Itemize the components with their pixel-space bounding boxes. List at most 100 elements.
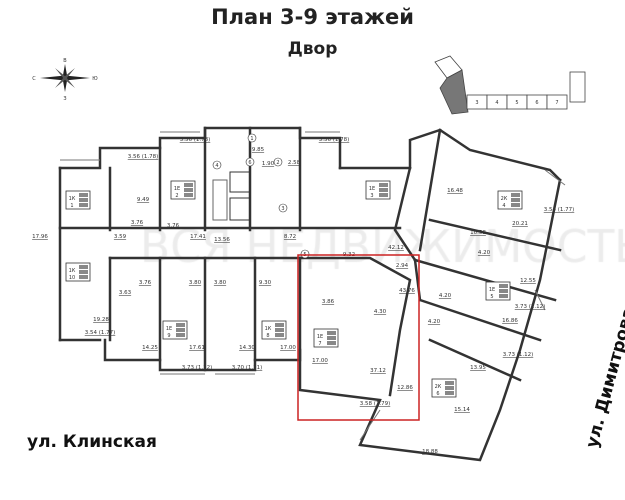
- area-value-box: [511, 198, 520, 202]
- key-plan-section-highlighted: [439, 69, 469, 115]
- apartment-badge: 1Е7: [313, 328, 339, 348]
- area-label: 4.20: [428, 319, 441, 325]
- area-label: 9.85: [252, 147, 265, 153]
- room-marker-circle: [245, 157, 255, 167]
- area-label: 3.76: [167, 223, 180, 229]
- area-label: 10.58: [470, 230, 486, 236]
- apartment-number: 1: [70, 203, 73, 209]
- apartment-type: 1К: [69, 268, 76, 274]
- area-label: 3.56 (1.78): [180, 137, 211, 143]
- apartment-number: 5: [490, 294, 493, 300]
- wall: [418, 128, 442, 252]
- apartment-number: 2: [175, 193, 178, 199]
- area-value-box: [184, 193, 193, 197]
- balcony: [534, 289, 546, 311]
- compass-north: В: [63, 58, 67, 64]
- area-label: 3.80: [189, 280, 202, 286]
- area-label: 3.73 (1.12): [515, 304, 546, 310]
- area-label: 18.88: [422, 449, 438, 455]
- area-label: 3.80: [214, 280, 227, 286]
- balcony: [544, 169, 566, 186]
- balcony: [359, 409, 381, 441]
- room-marker-label: 4: [215, 163, 218, 169]
- area-label: 43.76: [399, 288, 415, 294]
- wall: [418, 298, 542, 342]
- area-label: 3.86: [322, 299, 335, 305]
- area-value-box: [79, 203, 88, 207]
- page-title: План 3-9 этажей: [211, 5, 414, 29]
- area-label: 17.96: [32, 234, 48, 240]
- area-label: 17.00: [280, 345, 296, 351]
- area-label: 1.90: [262, 161, 275, 167]
- area-label: 9.30: [259, 280, 272, 286]
- area-label: 19.28: [93, 317, 109, 323]
- area-value-box: [499, 284, 508, 288]
- area-label: 2.58: [288, 160, 301, 166]
- apartment-number: 4: [502, 203, 505, 209]
- area-value-box: [379, 183, 388, 187]
- key-plan-section-label: 4: [495, 100, 498, 106]
- area-label: 14.30: [239, 345, 255, 351]
- area-value-box: [275, 328, 284, 332]
- area-value-box: [445, 391, 454, 395]
- area-label: 17.00: [312, 358, 328, 364]
- area-label: 16.48: [447, 188, 463, 194]
- apartment-type: 2К: [435, 384, 442, 390]
- apartment-badge: 1К1: [65, 190, 91, 210]
- area-value-box: [275, 323, 284, 327]
- area-label: 3.54 (1.77): [544, 207, 575, 213]
- area-value-box: [379, 188, 388, 192]
- apartment-badge: 1Е2: [170, 180, 196, 200]
- area-value-box: [511, 193, 520, 197]
- room-marker-circle: [300, 249, 310, 259]
- area-label: 3.73 (1.12): [182, 365, 213, 371]
- room-marker-circle: [212, 160, 222, 170]
- apartment-number: 9: [167, 333, 170, 339]
- apartment-type: 1Е: [317, 334, 323, 340]
- key-plan-section: [546, 94, 568, 110]
- area-label: 13.56: [214, 237, 230, 243]
- compass-rose-icon: [40, 64, 90, 92]
- area-value-box: [499, 289, 508, 293]
- area-label: 17.61: [189, 345, 205, 351]
- area-value-box: [379, 193, 388, 197]
- area-label: 9.49: [137, 197, 150, 203]
- apartment-badge: 1Е3: [365, 180, 391, 200]
- area-value-box: [275, 333, 284, 337]
- wall: [393, 166, 417, 262]
- area-label: 17.41: [190, 234, 206, 240]
- stairs-icon: [212, 179, 228, 221]
- key-plan-section-label: 5: [515, 100, 518, 106]
- compass-needle: [55, 68, 75, 88]
- area-label: 3.56 (1.78): [128, 154, 159, 160]
- apartment-badge: 2К4: [497, 190, 523, 210]
- balconies: [60, 131, 566, 441]
- room-marker-label: 1: [250, 136, 253, 142]
- area-value-box: [79, 193, 88, 197]
- area-value-box: [184, 188, 193, 192]
- area-value-box: [79, 265, 88, 269]
- area-label: 3.73 (1.12): [503, 352, 534, 358]
- wall: [428, 338, 522, 382]
- compass-east: Ю: [92, 76, 98, 82]
- elevator-icon: [229, 197, 251, 221]
- area-label: 3.76: [139, 280, 152, 286]
- apartment-type: 1Е: [369, 186, 375, 192]
- apartment-number: 3: [370, 193, 373, 199]
- area-value-box: [327, 336, 336, 340]
- apartment-type: 1Е: [489, 287, 495, 293]
- key-plan-section: [569, 71, 586, 103]
- apartment-badge: 1Е9: [162, 320, 188, 340]
- area-label: 2.94: [396, 263, 409, 269]
- wall: [298, 178, 562, 462]
- street-label-left: ул. Клинская: [27, 432, 157, 452]
- room-marker-label: 6: [248, 160, 251, 166]
- area-label: 4.20: [439, 293, 452, 299]
- room-marker-label: 2: [276, 160, 279, 166]
- wall: [103, 338, 302, 372]
- area-value-box: [327, 331, 336, 335]
- area-value-box: [499, 294, 508, 298]
- area-label: 3.63: [119, 290, 132, 296]
- area-label: 20.21: [512, 221, 528, 227]
